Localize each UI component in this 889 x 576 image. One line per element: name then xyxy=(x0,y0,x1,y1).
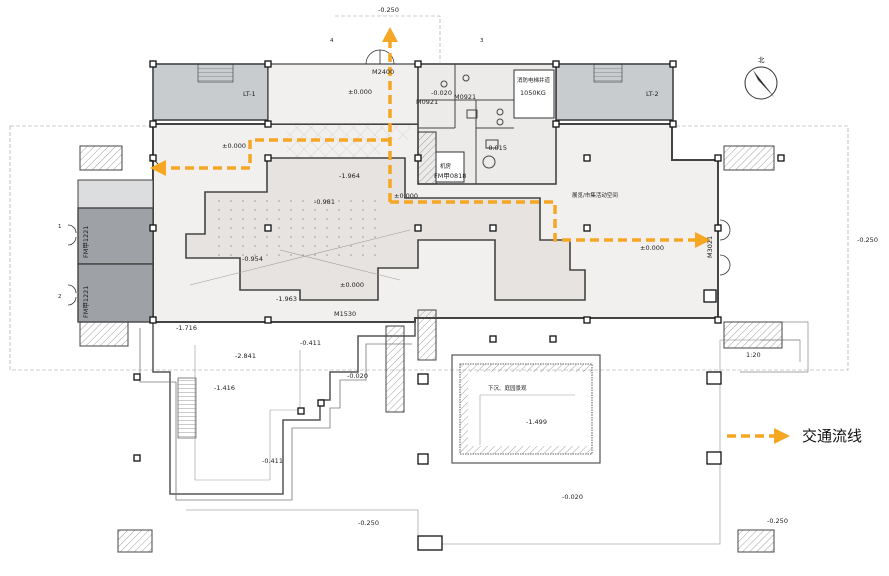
dot-grid xyxy=(212,198,380,260)
room-labels: LT-1 LT-2 消防电梯井道 1050KG 展览/市集活动空间 机房 xyxy=(243,76,659,199)
axis-d: 4 xyxy=(330,38,334,44)
level-n1499: -1.499 xyxy=(526,418,547,426)
ramp-label: 1:20 xyxy=(746,351,761,359)
level-n0250-r: -0.250 xyxy=(857,236,878,244)
lower-stair-inner xyxy=(139,328,412,501)
room-lt2-label: LT-2 xyxy=(646,90,659,98)
door-fm1221a: FM甲1221 xyxy=(82,226,90,258)
level-l0-upper: ±0.000 xyxy=(348,88,372,96)
level-n0250-bl: -0.250 xyxy=(358,519,379,527)
level-n0020b: -0.020 xyxy=(562,493,583,501)
door-m0921b: M0921 xyxy=(416,98,438,106)
elevator-shaft xyxy=(513,69,555,119)
flow-arrowheads xyxy=(150,27,711,248)
door-labels: M2400 M0921 M0921 M1530 FM甲0818 M3021 FM… xyxy=(82,68,714,318)
site-boundary xyxy=(9,15,849,371)
axis-a: 1 xyxy=(58,224,62,230)
compass-icon: 北 xyxy=(744,56,778,100)
legend: 交通流线 xyxy=(727,427,862,445)
axis-markers: 1 2 3 4 xyxy=(58,38,484,300)
level-lines xyxy=(189,229,575,445)
axis-b: 2 xyxy=(58,294,62,300)
level-n1416: -1.416 xyxy=(214,384,235,392)
level-top: -0.250 xyxy=(378,6,399,14)
level-labels: -0.250 ±0.000 ±0.000 ±0.000 ±0.000 ±0.00… xyxy=(176,6,878,527)
left-bay-grey1 xyxy=(77,207,154,265)
door-fm0818: FM甲0818 xyxy=(434,172,466,180)
exhibition-label: 展览/市集活动空间 xyxy=(572,191,618,199)
level-n020-wc: -0.020 xyxy=(431,89,452,97)
pool-label: 下沉、庭园景观 xyxy=(488,384,527,392)
lower-stair-inner2 xyxy=(194,345,301,481)
elevator-label: 消防电梯井道 xyxy=(517,76,551,84)
entry-zone xyxy=(267,63,419,125)
left-bay-grey2 xyxy=(77,263,154,323)
door-m3021: M3021 xyxy=(706,236,714,258)
traffic-flow xyxy=(168,40,695,242)
machine-room-label: 机房 xyxy=(440,162,452,170)
door-m1530: M1530 xyxy=(334,310,356,318)
door-fm1221b: FM甲1221 xyxy=(82,286,90,318)
level-n2841: -2.841 xyxy=(235,352,256,360)
level-n1963: -1.963 xyxy=(276,295,297,303)
level-l0-right: ±0.000 xyxy=(640,244,664,252)
machine-room xyxy=(435,151,465,183)
compass-label: 北 xyxy=(758,56,765,64)
level-n0954: -0.954 xyxy=(242,255,263,263)
level-n0020a: -0.020 xyxy=(347,372,368,380)
room-lt1-label: LT-1 xyxy=(243,90,256,98)
sunken-hall xyxy=(185,157,586,301)
level-n0411a: -0.411 xyxy=(300,339,321,347)
door-m2400: M2400 xyxy=(372,68,394,76)
stair-treads xyxy=(177,63,623,439)
level-n1964: -1.964 xyxy=(339,172,360,180)
left-bay-top xyxy=(77,179,154,209)
lower-stair-area xyxy=(152,322,416,495)
level-n1716: -1.716 xyxy=(176,324,197,332)
elevator-load-label: 1050KG xyxy=(520,89,546,97)
wc-partitions xyxy=(418,64,514,184)
legend-label: 交通流线 xyxy=(802,427,862,445)
level-n0250-br: -0.250 xyxy=(767,517,788,525)
door-swings xyxy=(67,49,731,306)
level-l0-center: ±0.000 xyxy=(394,192,418,200)
axis-c: 3 xyxy=(480,38,484,44)
door-m0921a: M0921 xyxy=(454,93,476,101)
level-n0981: -0.981 xyxy=(314,198,335,206)
level-l0-lower: ±0.000 xyxy=(340,281,364,289)
level-l0-left: ±0.000 xyxy=(222,142,246,150)
sunken-garden-outer xyxy=(451,354,601,464)
level-n0411b: -0.411 xyxy=(262,457,283,465)
column-markers xyxy=(133,60,785,551)
level-n015: -0.015 xyxy=(486,144,507,152)
hatched-columns xyxy=(79,145,783,553)
